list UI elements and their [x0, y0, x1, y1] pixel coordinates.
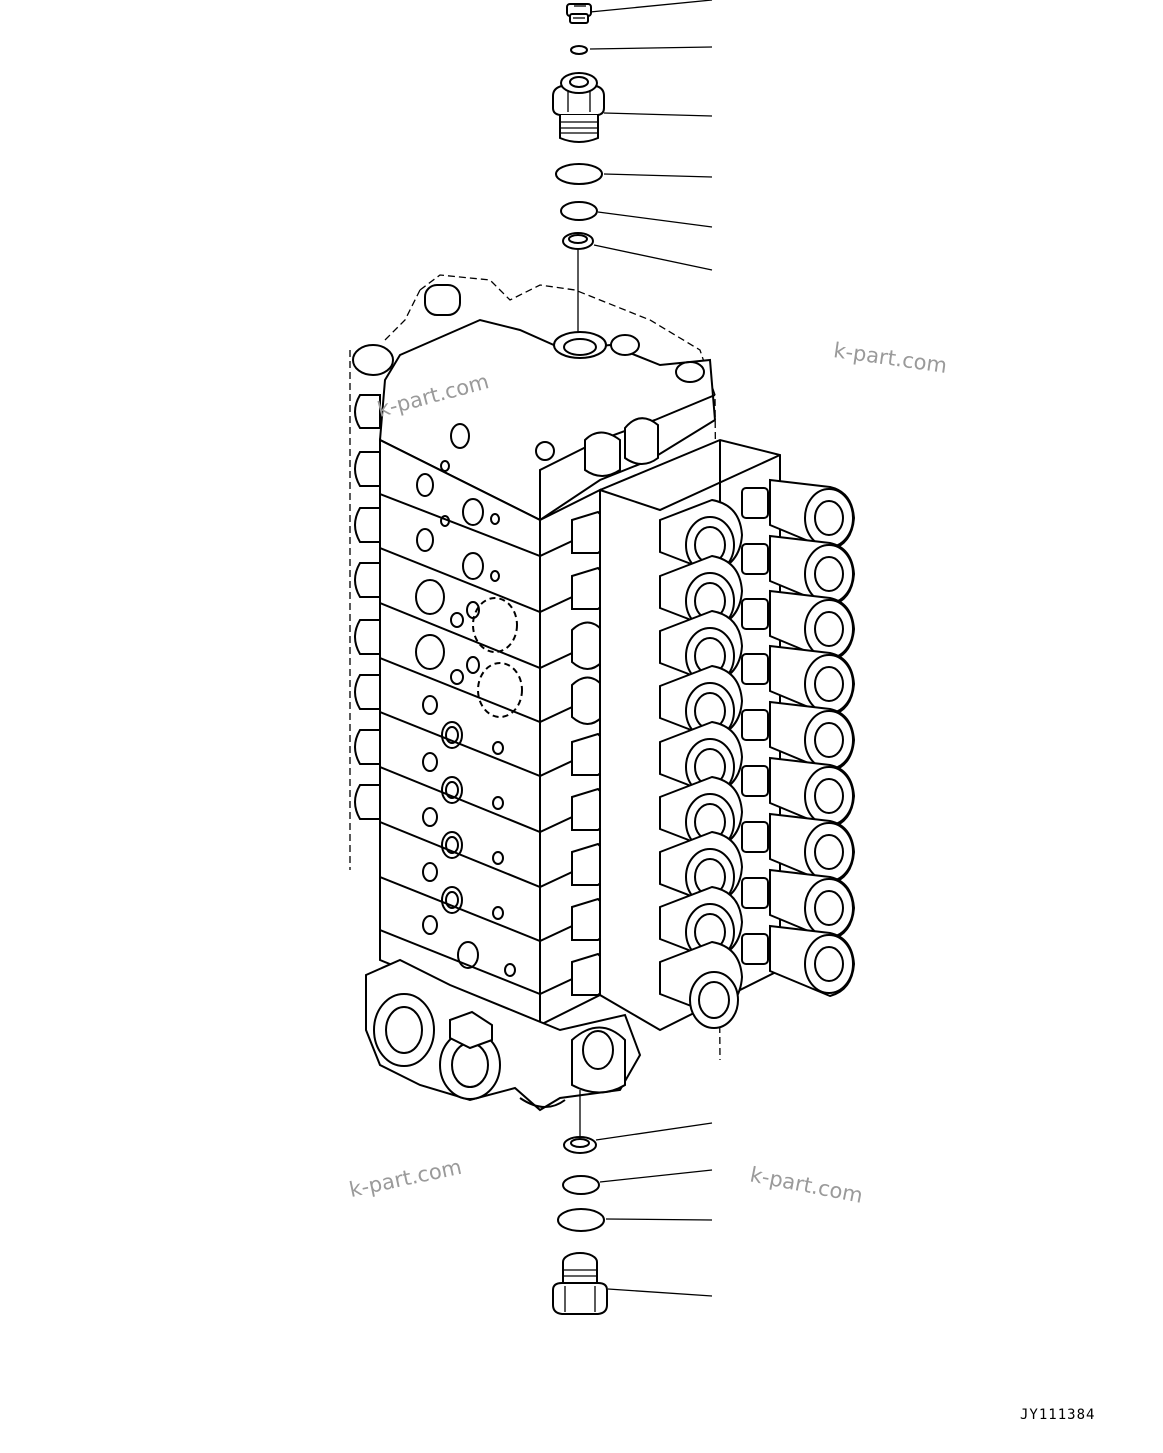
leader-lines — [589, 0, 713, 1297]
front-ports — [415, 460, 523, 977]
part-relief-valve-top — [552, 72, 605, 143]
leader-line-9 — [605, 1218, 713, 1221]
part-relief-valve-bottom — [552, 1252, 608, 1315]
leader-line-5 — [597, 211, 713, 228]
part-o-ring-tiny — [570, 45, 588, 55]
part-o-ring-large-top — [555, 163, 603, 185]
part-seal-washer-bottom — [563, 1136, 597, 1154]
leader-line-6 — [593, 244, 713, 271]
drawing-code: JY111384 — [1020, 1407, 1096, 1423]
solenoid-row-front — [659, 498, 744, 1029]
leader-line-3 — [603, 112, 713, 117]
part-o-ring-medium-top — [560, 201, 598, 221]
leader-line-2 — [589, 46, 713, 50]
part-o-ring-medium-bottom — [562, 1175, 600, 1195]
leader-line-7 — [595, 1122, 713, 1141]
leader-line-4 — [603, 173, 713, 178]
left-section-bulges — [354, 394, 381, 820]
leader-line-1 — [589, 0, 713, 13]
leader-line-10 — [607, 1288, 713, 1297]
leader-line-8 — [599, 1169, 713, 1183]
solenoid-row-back — [741, 478, 856, 998]
part-seal-washer-top — [562, 232, 594, 250]
part-plug-small — [566, 3, 592, 24]
part-o-ring-large-bottom — [557, 1208, 605, 1232]
control-valve-body — [349, 274, 856, 1112]
